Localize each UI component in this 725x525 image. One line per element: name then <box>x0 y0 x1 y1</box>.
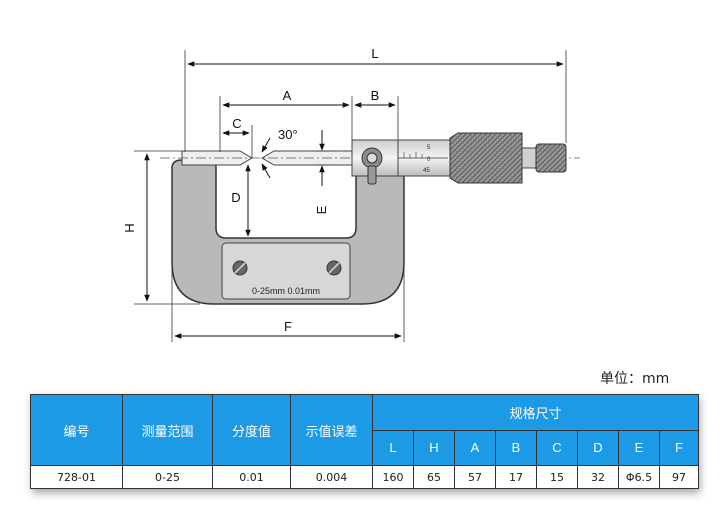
unit-label: 单位：mm <box>600 371 670 387</box>
cell-spec-B: 17 <box>495 465 537 489</box>
header-spec-H: H <box>413 429 455 466</box>
cell-spec-F: 97 <box>658 465 700 489</box>
header-spec-C: C <box>536 429 578 466</box>
cell-spec-C: 15 <box>536 465 578 489</box>
thimble <box>449 132 523 184</box>
micrometer-drawing: 0-25mm 0.01mm 5 0 45 L A B C 30 <box>122 46 580 342</box>
cell-error: 0.004 <box>290 465 373 489</box>
header-spec-F: F <box>658 429 700 466</box>
svg-text:F: F <box>284 319 292 334</box>
header-resolution: 分度值 <box>212 394 291 466</box>
header-spec-D: D <box>577 429 619 466</box>
table-row: 728-01 0-25 0.01 0.004 160 65 57 17 15 3… <box>30 465 700 489</box>
header-code: 编号 <box>30 394 123 466</box>
header-spec-B: B <box>495 429 537 466</box>
header-spec-group: 规格尺寸 <box>371 394 700 431</box>
cell-code: 728-01 <box>30 465 123 489</box>
screw-right-icon <box>326 260 342 276</box>
cell-spec-E: Φ6.5 <box>618 465 660 489</box>
lock-knob-icon <box>361 147 383 185</box>
svg-text:C: C <box>232 116 241 131</box>
svg-text:L: L <box>371 46 378 61</box>
svg-text:E: E <box>314 205 329 214</box>
header-spec-L: L <box>372 429 414 466</box>
svg-text:H: H <box>122 223 137 232</box>
header-spec-E: E <box>618 429 660 466</box>
svg-text:0: 0 <box>427 157 431 163</box>
header-spec-A: A <box>454 429 496 466</box>
svg-text:A: A <box>283 88 292 103</box>
header-range: 测量范围 <box>122 394 213 466</box>
cell-spec-A: 57 <box>454 465 496 489</box>
svg-text:D: D <box>231 190 240 205</box>
header-error: 示值误差 <box>290 394 373 466</box>
svg-text:30°: 30° <box>278 127 298 142</box>
svg-text:B: B <box>371 88 380 103</box>
screw-left-icon <box>232 260 248 276</box>
cell-range: 0-25 <box>122 465 213 489</box>
frame-engraving: 0-25mm 0.01mm <box>252 286 320 296</box>
cell-spec-H: 65 <box>413 465 455 489</box>
frame-plate <box>221 242 351 300</box>
spec-table: 编号 测量范围 分度值 示值误差 规格尺寸 L H A B C D E F 72… <box>30 394 700 489</box>
cell-resolution: 0.01 <box>212 465 291 489</box>
cell-spec-D: 32 <box>577 465 619 489</box>
svg-text:45: 45 <box>423 168 430 174</box>
svg-text:5: 5 <box>427 145 431 151</box>
cell-spec-L: 160 <box>372 465 414 489</box>
ratchet-knob <box>535 143 567 173</box>
